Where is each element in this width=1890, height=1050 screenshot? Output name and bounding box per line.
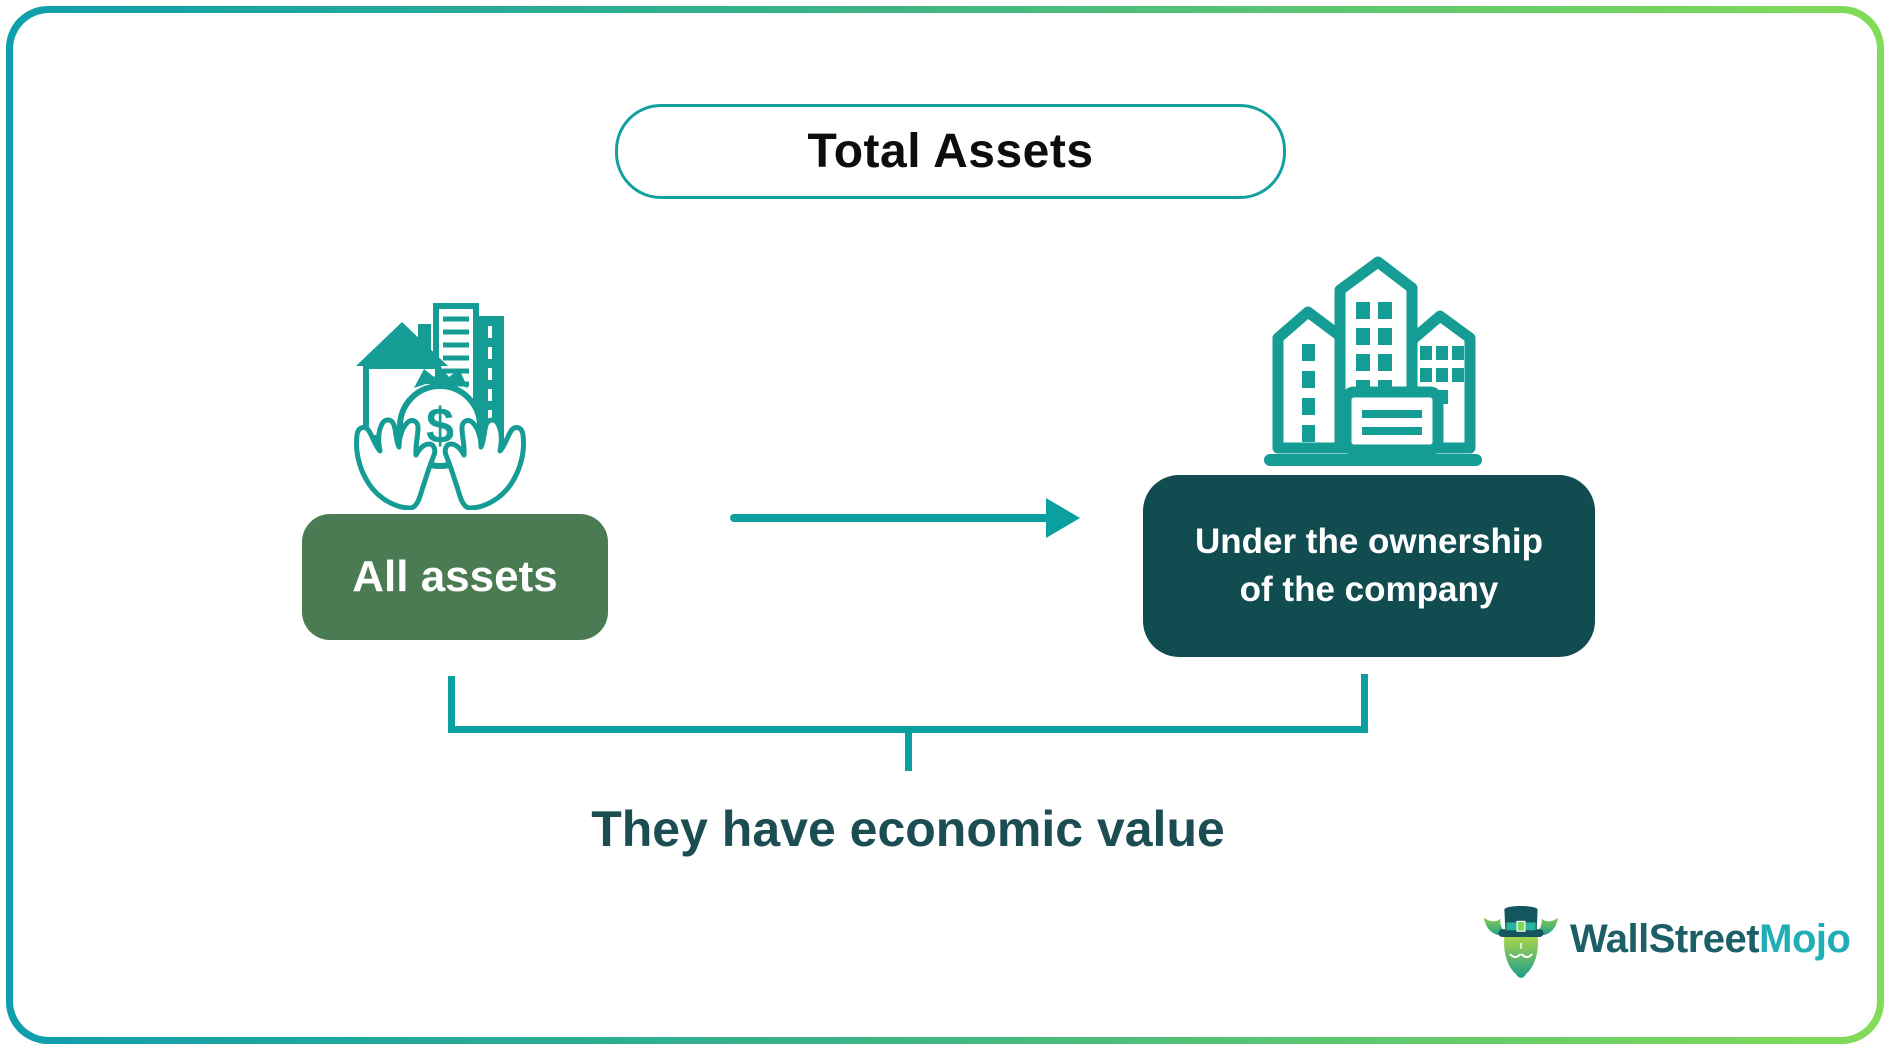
all-assets-label: All assets (352, 552, 558, 601)
bracket-horizontal (448, 726, 1368, 733)
brand-mojo: Mojo (1759, 916, 1851, 961)
ownership-label-line2: of the company (1239, 570, 1499, 609)
hands-holding-money-bag-icon: $ (354, 303, 526, 510)
page-title: Total Assets (807, 125, 1094, 178)
arrow-right-icon (1046, 498, 1080, 538)
brand-wordmark: WallStreetMojo (1570, 916, 1851, 962)
ownership-box: Under the ownership of the company (1143, 475, 1595, 657)
brand-wallstreet: WallStreet (1570, 916, 1760, 961)
bracket-right-vertical (1361, 674, 1368, 728)
wallstreetmojo-logo: WallStreetMojo (1480, 898, 1851, 980)
ownership-label-line1: Under the ownership (1194, 522, 1544, 561)
arrow-line (730, 514, 1050, 522)
bracket-center-stem (905, 733, 912, 771)
all-assets-box: All assets (302, 514, 608, 640)
bull-mascot-icon (1483, 906, 1559, 978)
economic-value-caption: They have economic value (591, 801, 1225, 857)
company-buildings-icon (1264, 256, 1482, 466)
title-pill: Total Assets (615, 104, 1286, 199)
bracket-left-vertical (448, 676, 455, 728)
